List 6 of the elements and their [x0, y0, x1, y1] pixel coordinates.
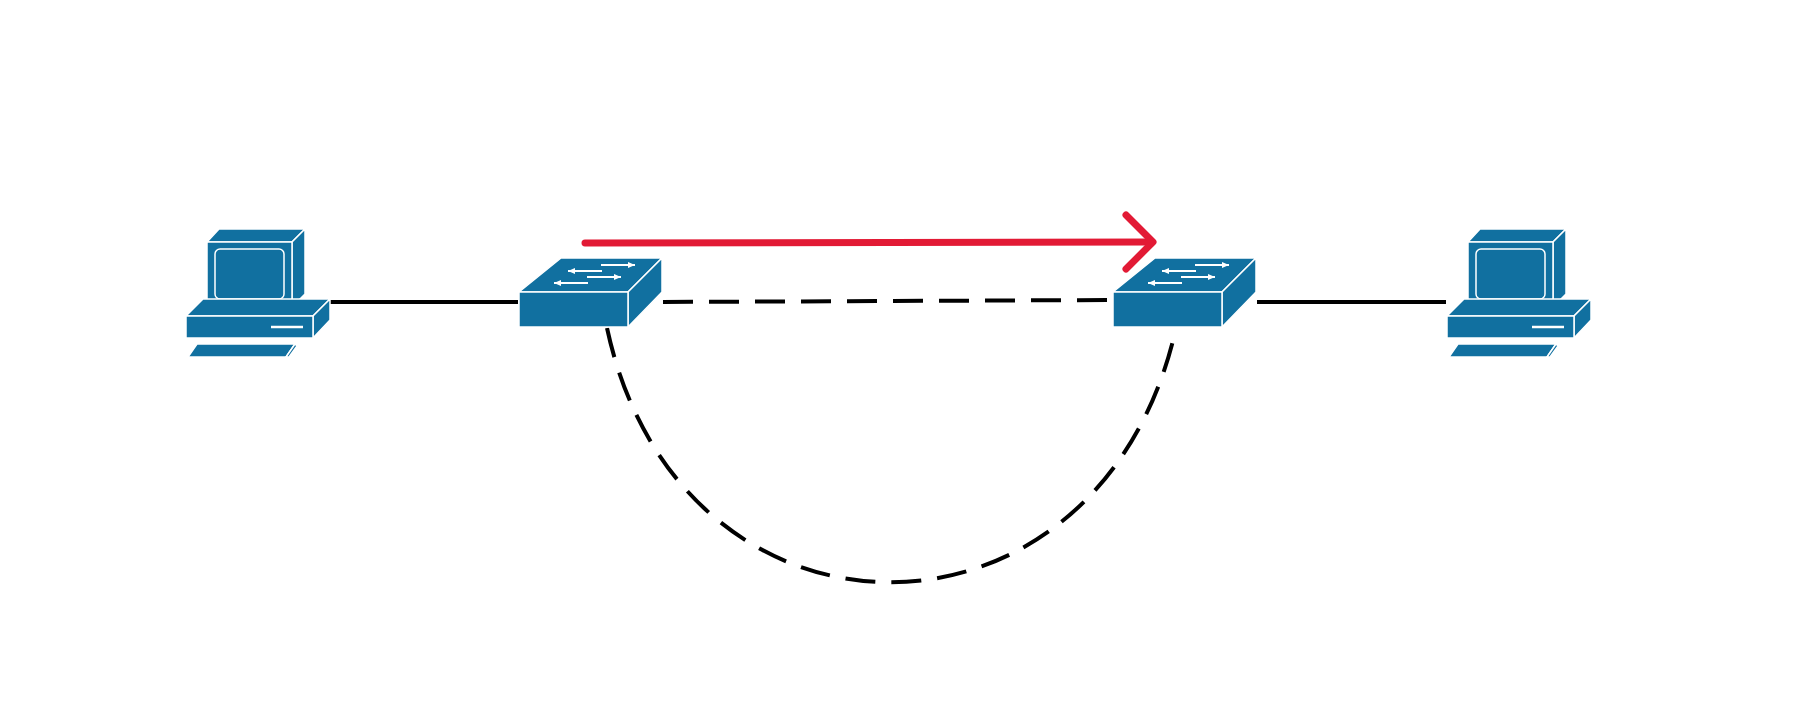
- connector-line: [1257, 300, 1446, 304]
- switch-icon: [1112, 257, 1257, 328]
- computer-icon: [185, 228, 330, 358]
- connector-line: [330, 300, 518, 304]
- computer-icon: [1446, 228, 1591, 358]
- switch-icon: [518, 257, 663, 328]
